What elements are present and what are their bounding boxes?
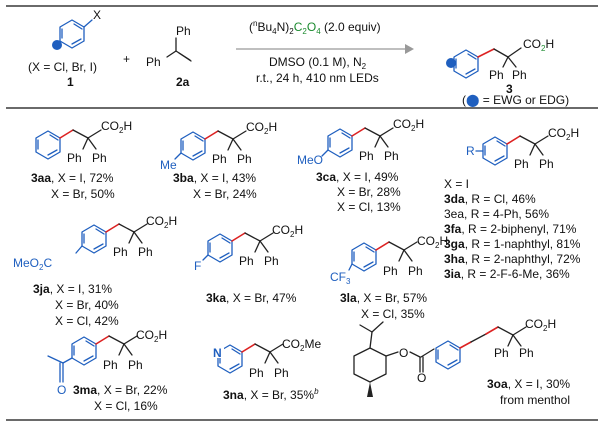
3la-ph1: Ph — [383, 264, 398, 278]
product-3ba: Me CO2H Ph Ph 3ba, X = I, 43% X = Br, 24… — [160, 120, 277, 201]
product-3ka: F CO2H Ph Ph 3ka, X = Br, 47% — [194, 223, 303, 305]
3aa-line1: 3aa, X = I, 72% — [31, 171, 114, 185]
product-3-legend: (⬤ = EWG or EDG) — [462, 93, 569, 107]
3ba-ph2: Ph — [237, 152, 252, 166]
3ba-ph1: Ph — [212, 152, 227, 166]
3ja-substituent: MeO2C — [13, 256, 52, 272]
product-3la: CF3 CO2H Ph Ph 3la, X = Br, 57% X = Cl, … — [330, 234, 448, 321]
product-3-ph1: Ph — [489, 68, 504, 82]
reactant-1-number: 1 — [67, 75, 74, 89]
conditions-line3: r.t., 24 h, 410 nm LEDs — [256, 71, 379, 85]
product-3oa: O O CO2H Ph Ph 3oa, X = I, 30% from ment… — [353, 317, 570, 407]
3ca-line2: X = Br, 28% — [337, 185, 401, 199]
3ma-acid: CO2H — [136, 328, 167, 344]
3la-line2: X = Cl, 35% — [361, 307, 425, 321]
product-3ca: MeO CO2H Ph Ph 3ca, X = I, 49% X = Br, 2… — [297, 117, 424, 214]
reactant-1-x-label: X — [93, 8, 101, 22]
3aa-ph1: Ph — [67, 151, 82, 165]
ewg-edg-dot — [52, 40, 62, 50]
3ga-row: 3ga, R = 1-naphthyl, 81% — [444, 237, 581, 251]
3da-ph1: Ph — [514, 157, 529, 171]
3ka-substituent: F — [194, 259, 201, 273]
reactant-2-ph-left: Ph — [146, 55, 161, 69]
3ja-line2: X = Br, 40% — [55, 298, 119, 312]
product-3-ph2: Ph — [512, 68, 527, 82]
reaction-conditions: (nBu4N)2C2O4 (2.0 equiv) DMSO (0.1 M), N… — [236, 19, 414, 85]
3ma-substituent: O — [57, 383, 66, 397]
3oa-o-ester: O — [399, 346, 408, 360]
product-3na: N CO2Me Ph Ph 3na, X = Br, 35%b — [212, 337, 321, 402]
3ca-acid: CO2H — [393, 117, 424, 133]
product-3ja: MeO2C CO2H Ph Ph 3ja, X = I, 31% X = Br,… — [13, 214, 177, 328]
3ma-ph2: Ph — [128, 358, 143, 372]
3ka-ph1: Ph — [239, 254, 254, 268]
product-3ma: O CO2H Ph Ph 3ma, X = Br, 22% X = Cl, 16… — [47, 328, 168, 413]
3da-x-line: X = I — [444, 177, 469, 191]
plus-sign: + — [123, 52, 130, 66]
3ka-line1: 3ka, X = Br, 47% — [206, 291, 297, 305]
product-3aa: CO2H Ph Ph 3aa, X = I, 72% X = Br, 50% — [31, 119, 132, 201]
reactant-2-number: 2a — [176, 75, 190, 89]
3ca-line1: 3ca, X = I, 49% — [316, 170, 399, 184]
3ja-acid: CO2H — [146, 214, 177, 230]
product-3da-group: R CO2H Ph Ph X = I 3da, R = Cl, 46% 3ea,… — [444, 126, 581, 281]
3ca-ph2: Ph — [384, 149, 399, 163]
product-3-general: CO2H Ph Ph 3 (⬤ = EWG or EDG) — [446, 37, 569, 107]
conditions-line2: DMSO (0.1 M), N2 — [269, 55, 367, 71]
3na-ph2: Ph — [274, 366, 289, 380]
3ja-line1: 3ja, X = I, 31% — [33, 282, 112, 296]
3la-ph2: Ph — [408, 264, 423, 278]
3ka-acid: CO2H — [272, 223, 303, 239]
3ka-ph2: Ph — [264, 254, 279, 268]
3ea-row: 3ea, R = 4-Ph, 56% — [444, 207, 549, 221]
3ba-line2: X = Br, 24% — [193, 187, 257, 201]
3ja-line3: X = Cl, 42% — [55, 314, 119, 328]
3oa-o-carbonyl: O — [417, 371, 426, 385]
3ha-row: 3ha, R = 2-naphthyl, 72% — [444, 252, 581, 266]
3ia-row: 3ia, R = 2-F-6-Me, 36% — [444, 267, 570, 281]
3aa-line2: X = Br, 50% — [51, 187, 115, 201]
3ca-ph1: Ph — [359, 149, 374, 163]
reactant-1: X (X = Cl, Br, I) 1 — [28, 8, 101, 89]
3oa-ph1: Ph — [494, 346, 509, 360]
3da-row: 3da, R = Cl, 46% — [444, 192, 536, 206]
reaction-arrowhead — [405, 44, 414, 54]
3ca-substituent: MeO — [297, 153, 323, 167]
3ja-ph2: Ph — [138, 245, 153, 259]
3ja-ph1: Ph — [113, 245, 128, 259]
3da-acid: CO2H — [548, 126, 579, 142]
3na-ester: CO2Me — [282, 337, 321, 353]
3na-line1: 3na, X = Br, 35%b — [223, 387, 319, 402]
3aa-ph2: Ph — [92, 151, 107, 165]
3ma-ph1: Ph — [103, 358, 118, 372]
reactant-2: Ph Ph 2a — [146, 24, 192, 89]
3la-acid: CO2H — [417, 234, 448, 250]
3da-ph2: Ph — [539, 157, 554, 171]
reactant-1-condition: (X = Cl, Br, I) — [28, 60, 97, 74]
3oa-line2: from menthol — [500, 393, 570, 407]
3oa-line1: 3oa, X = I, 30% — [487, 377, 570, 391]
product-3-acid: CO2H — [523, 37, 554, 53]
3ba-acid: CO2H — [246, 120, 277, 136]
product-3-number: 3 — [506, 82, 513, 96]
3ba-line1: 3ba, X = I, 43% — [173, 171, 256, 185]
3na-n-atom: N — [213, 346, 222, 360]
3fa-row: 3fa, R = 2-biphenyl, 71% — [444, 222, 577, 236]
3da-substituent: R — [466, 144, 475, 158]
reactant-2-ph-top: Ph — [176, 24, 191, 38]
3oa-acid: CO2H — [525, 317, 556, 333]
3na-ph1: Ph — [249, 366, 264, 380]
conditions-reagent: (nBu4N)2C2O4 (2.0 equiv) — [249, 19, 381, 36]
3ma-line2: X = Cl, 16% — [94, 399, 158, 413]
3oa-ph2: Ph — [519, 346, 534, 360]
3aa-acid: CO2H — [101, 119, 132, 135]
3ca-line3: X = Cl, 13% — [337, 200, 401, 214]
ewg-edg-dot — [446, 58, 456, 68]
3ma-line1: 3ma, X = Br, 22% — [73, 383, 168, 397]
3la-line1: 3la, X = Br, 57% — [340, 291, 427, 305]
3la-substituent: CF3 — [330, 270, 351, 286]
3oa-wedge-methyl — [367, 382, 373, 397]
3ba-substituent: Me — [160, 158, 177, 172]
